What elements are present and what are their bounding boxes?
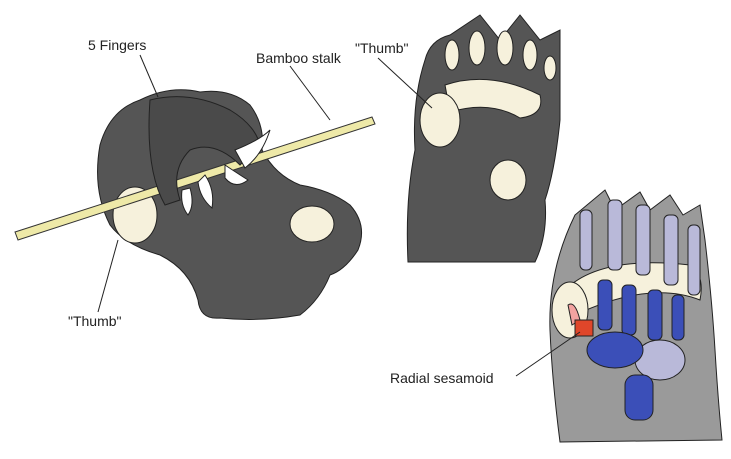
left-paw-gripping-bamboo xyxy=(14,89,376,320)
thumb-pad xyxy=(419,92,461,148)
claw xyxy=(181,187,193,216)
leader-line xyxy=(289,65,331,121)
leader-line xyxy=(515,331,581,377)
label-thumb-left: "Thumb" xyxy=(68,313,122,329)
palm-pad xyxy=(289,205,335,243)
label-bamboo-stalk: Bamboo stalk xyxy=(256,50,341,66)
leader-line xyxy=(377,57,433,109)
label-radial-sesamoid: Radial sesamoid xyxy=(390,370,494,386)
label-five-fingers: 5 Fingers xyxy=(88,37,147,53)
fingers xyxy=(148,96,261,206)
claw xyxy=(224,164,249,185)
middle-paw-shape xyxy=(406,14,561,263)
label-thumb-top: "Thumb" xyxy=(355,40,409,56)
leader-line xyxy=(139,54,159,98)
right-paw-skeleton xyxy=(549,189,723,443)
claw xyxy=(234,129,271,169)
middle-paw-sole xyxy=(406,14,561,263)
carpal-pad xyxy=(489,159,527,201)
claw xyxy=(197,174,214,209)
digital-pad xyxy=(444,78,542,119)
leader-line xyxy=(97,239,119,313)
